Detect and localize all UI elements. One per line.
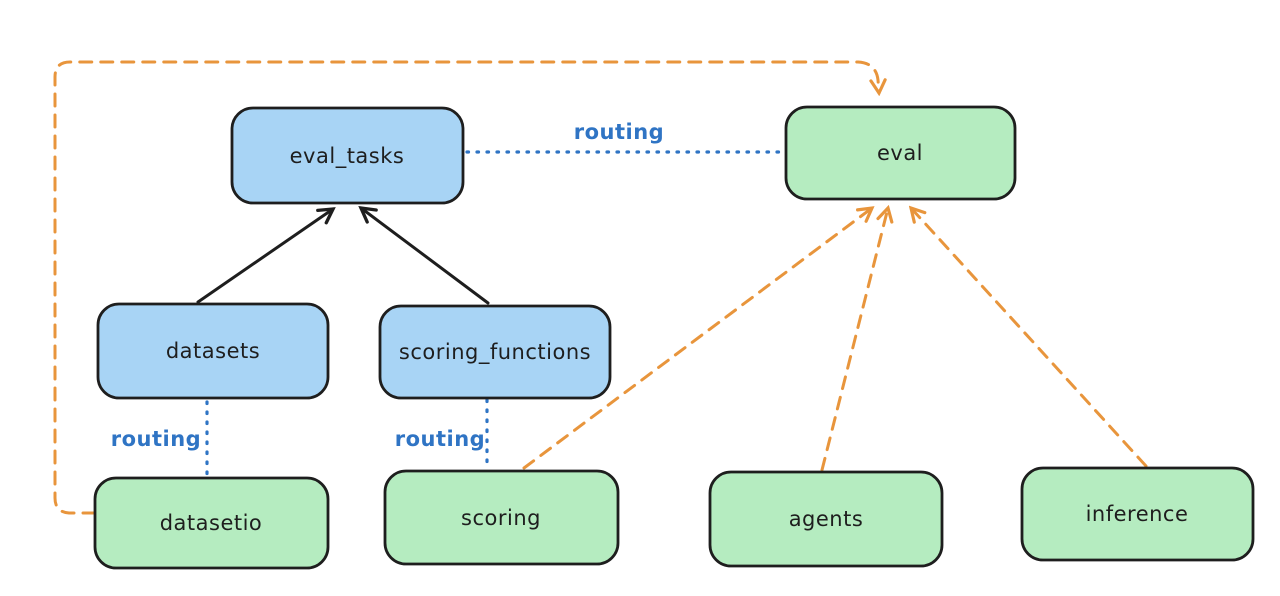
- node-scoring: scoring: [383, 469, 620, 566]
- edge-datasets-to-eval-tasks: [196, 209, 333, 304]
- node-eval-box: [784, 105, 1017, 201]
- node-datasets: datasets: [96, 302, 330, 400]
- edge-scoring-to-eval: [522, 208, 872, 470]
- node-inference-label: inference: [1086, 502, 1189, 526]
- node-datasetio-label: datasetio: [160, 511, 263, 535]
- node-eval-label: eval: [877, 141, 923, 165]
- edge-scoring-functions-to-eval-tasks: [361, 208, 490, 305]
- node-scoring-functions-label: scoring_functions: [399, 340, 591, 365]
- node-agents-box: [708, 470, 944, 568]
- node-eval-tasks: eval_tasks: [230, 106, 465, 205]
- node-eval-tasks-label: eval_tasks: [290, 144, 405, 169]
- node-scoring-functions-box: [378, 304, 612, 400]
- edge-label-routing-datasets: routing: [111, 427, 201, 451]
- node-datasetio-box: [93, 476, 330, 570]
- edge-inference-to-eval: [911, 208, 1148, 468]
- node-agents: agents: [708, 470, 944, 568]
- node-scoring-label: scoring: [461, 506, 541, 530]
- edge-datasetio-to-eval: [53, 60, 879, 515]
- node-agents-label: agents: [789, 507, 864, 531]
- node-inference-box: [1020, 466, 1255, 562]
- node-datasets-label: datasets: [166, 339, 260, 363]
- node-datasets-box: [96, 302, 330, 400]
- node-scoring-box: [383, 469, 620, 566]
- node-scoring-functions: scoring_functions: [378, 304, 612, 400]
- node-eval-tasks-box: [230, 106, 465, 205]
- node-inference: inference: [1020, 466, 1255, 562]
- node-eval: eval: [784, 105, 1017, 201]
- edge-label-routing-top: routing: [574, 120, 664, 144]
- edge-label-routing-scoring: routing: [395, 427, 485, 451]
- edge-agents-to-eval: [820, 208, 888, 472]
- node-datasetio: datasetio: [93, 476, 330, 570]
